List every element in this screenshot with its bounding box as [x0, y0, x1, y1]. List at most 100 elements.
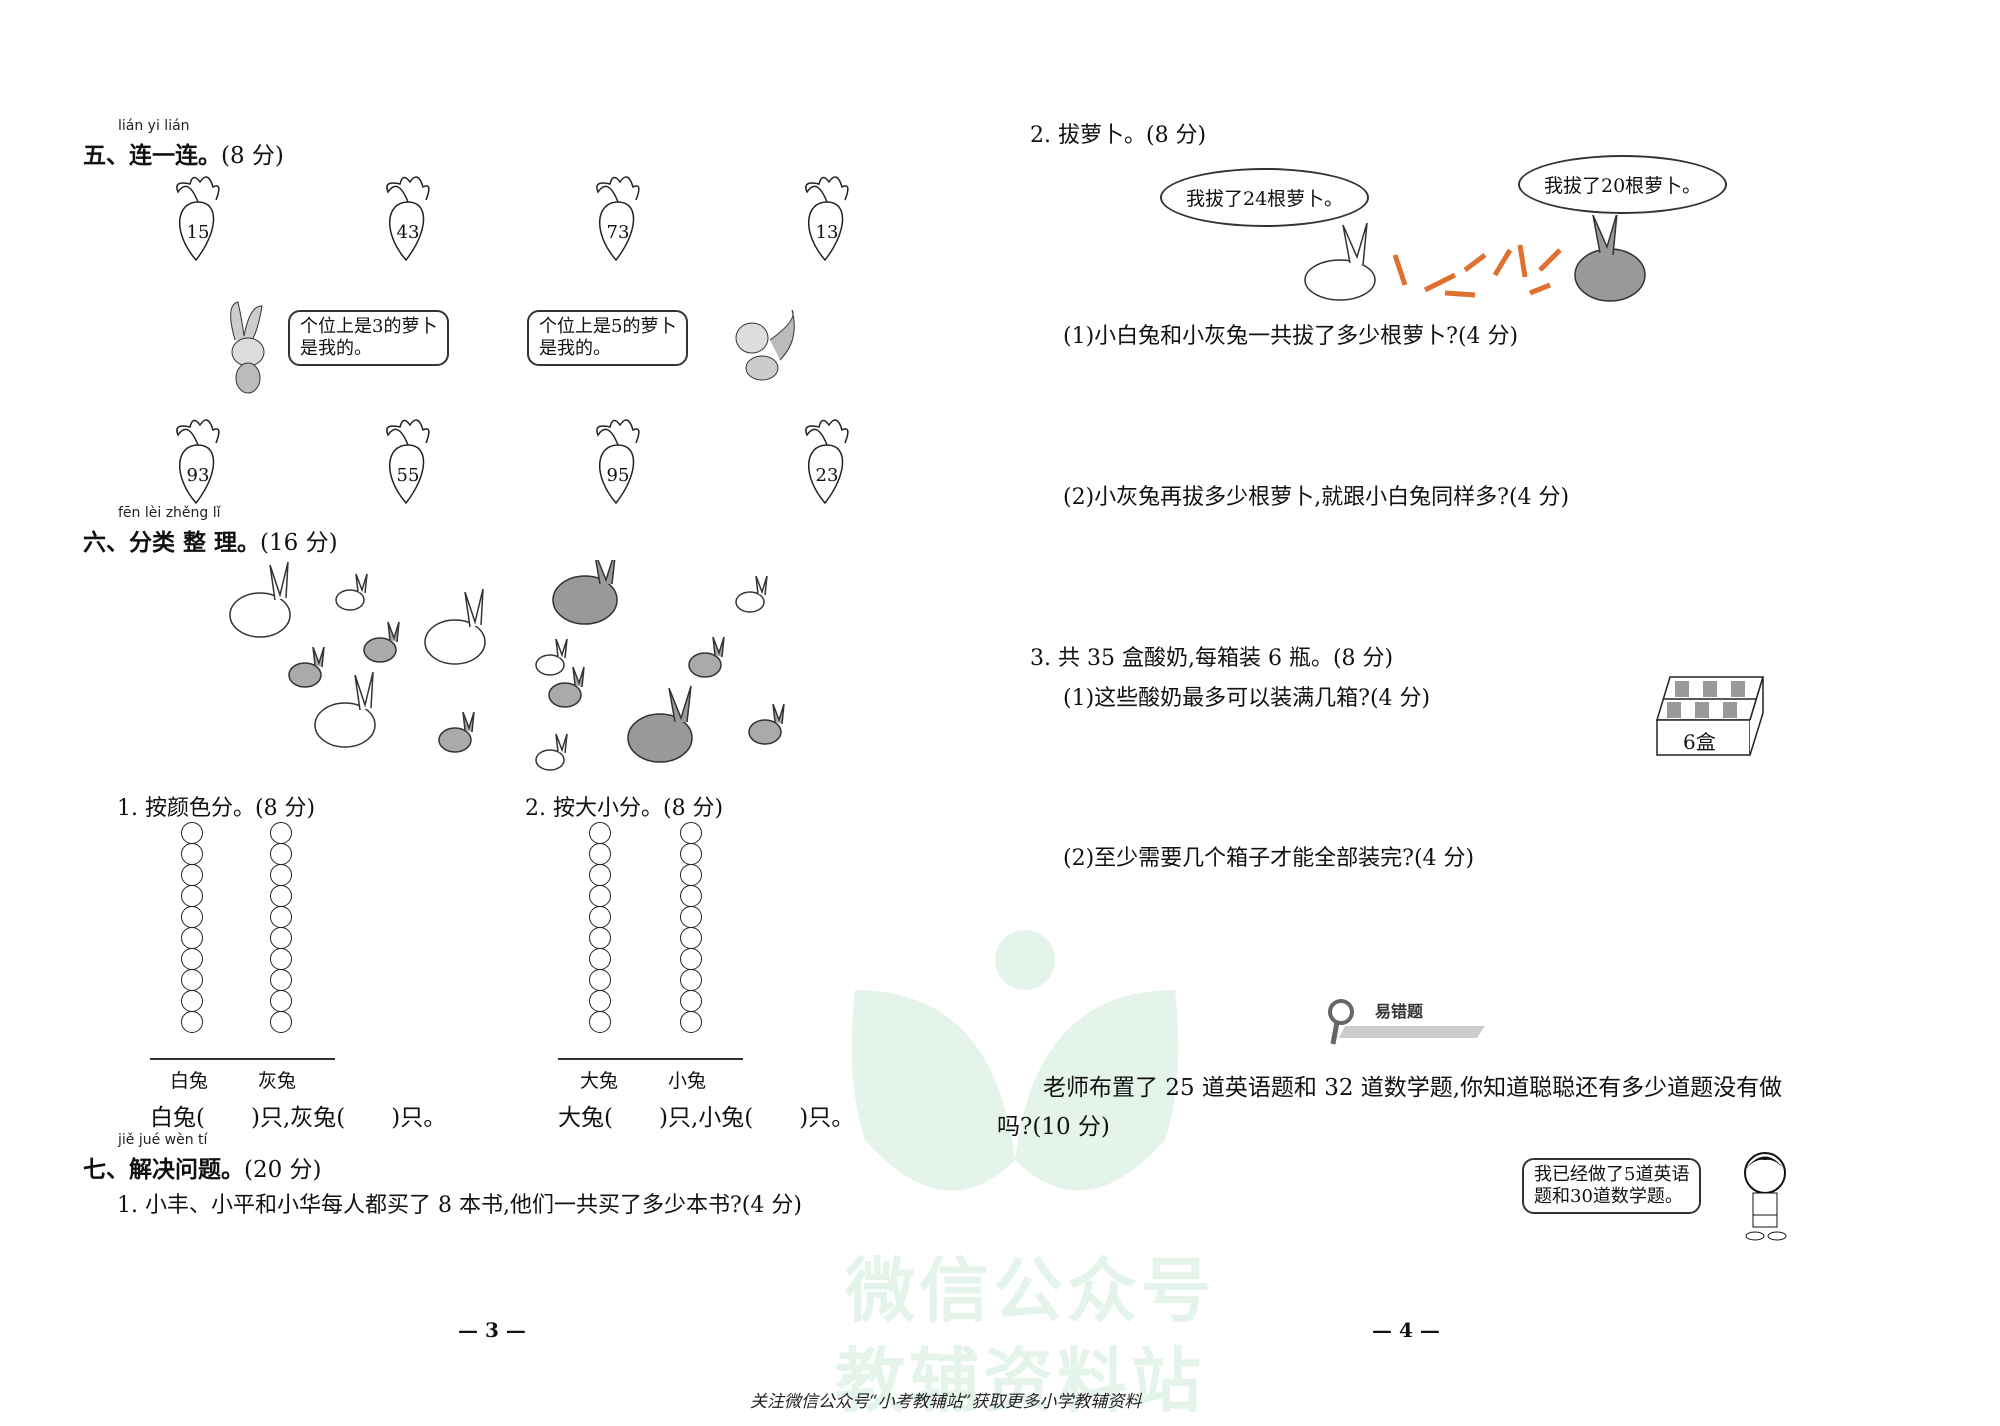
tally-circle[interactable]	[589, 927, 611, 949]
tally-circle[interactable]	[181, 1011, 203, 1033]
watermark-logo	[845, 930, 1185, 1260]
yogurt-box-icon: 6盒	[1655, 675, 1765, 760]
big-rabbit-circle-column[interactable]	[589, 822, 611, 1033]
cartoon-boy-icon	[1735, 1148, 1795, 1243]
tally-circle[interactable]	[680, 927, 702, 949]
tally-circle[interactable]	[589, 969, 611, 991]
section5-pinyin: lián yi lián	[118, 118, 190, 134]
tally-circle[interactable]	[181, 843, 203, 865]
tally-circle[interactable]	[181, 927, 203, 949]
section5-title: 五、连一连。(8 分)	[83, 136, 284, 170]
tally-circle[interactable]	[270, 927, 292, 949]
radish-number: 43	[396, 222, 420, 243]
gray-rabbit-circle-column[interactable]	[270, 822, 292, 1033]
q3-sub1: (1)这些酸奶最多可以装满几箱?(4 分)	[1063, 686, 1431, 711]
tally-circle[interactable]	[680, 843, 702, 865]
section6-title-text: 六、分类 整 理。	[83, 529, 261, 556]
tally-circle[interactable]	[680, 885, 702, 907]
tally-circle[interactable]	[270, 1011, 292, 1033]
white-rabbit-circle-column[interactable]	[181, 822, 203, 1033]
box-label: 6盒	[1683, 730, 1716, 754]
radish-15: 15	[168, 172, 228, 262]
radish-number: 13	[815, 222, 839, 243]
section6-title: 六、分类 整 理。(16 分)	[83, 523, 338, 557]
tally-circle[interactable]	[181, 990, 203, 1012]
tally-circle[interactable]	[181, 969, 203, 991]
q2-title: 2. 拔萝卜。(8 分)	[1030, 123, 1207, 148]
section6-pinyin: fēn lèi zhěng lǐ	[118, 505, 221, 521]
section7-title: 七、解决问题。(20 分)	[83, 1150, 322, 1184]
radish-number: 23	[815, 465, 839, 486]
radish-55: 55	[378, 415, 438, 505]
radish-93: 93	[168, 415, 228, 505]
tally-circle[interactable]	[680, 822, 702, 844]
tally-circle[interactable]	[270, 948, 292, 970]
q2-sub1: (1)小白兔和小灰兔一共拔了多少根萝卜?(4 分)	[1063, 324, 1519, 349]
tally-circle[interactable]	[181, 864, 203, 886]
radish-number: 93	[186, 465, 210, 486]
col-label-gray: 灰兔	[258, 1070, 297, 1092]
tally-circle[interactable]	[589, 885, 611, 907]
tally-circle[interactable]	[589, 843, 611, 865]
tally-circle[interactable]	[270, 990, 292, 1012]
tally-circle[interactable]	[680, 906, 702, 928]
tally-circle[interactable]	[270, 864, 292, 886]
cartoon-squirrel-icon	[730, 309, 800, 385]
section6-q1-answer[interactable]: 白兔( )只,灰兔( )只。	[150, 1105, 447, 1131]
speech-bubble-ones-3: 个位上是3的萝卜 是我的。	[288, 310, 450, 366]
radish-13: 13	[797, 172, 857, 262]
tally-circle[interactable]	[181, 822, 203, 844]
tally-circle[interactable]	[589, 822, 611, 844]
tally-circle[interactable]	[680, 864, 702, 886]
tally-circle[interactable]	[270, 969, 292, 991]
watermark-text-2: 教辅资料站	[835, 1340, 1205, 1422]
section7-pinyin: jiě jué wèn tí	[118, 1132, 208, 1148]
speech-bubble-20: 我拔了20根萝卜。	[1518, 155, 1728, 214]
tricky-question-line2: 吗?(10 分)	[997, 1114, 1110, 1140]
section6-q2-answer[interactable]: 大兔( )只,小兔( )只。	[558, 1105, 855, 1131]
radish-number: 15	[186, 222, 210, 243]
tally-circle[interactable]	[270, 822, 292, 844]
cartoon-rabbit-icon	[220, 300, 275, 395]
section6-q2-label: 2. 按大小分。(8 分)	[525, 796, 724, 821]
page-number-4: — 4 —	[1372, 1318, 1440, 1342]
tricky-question-badge: 易错题	[1325, 998, 1495, 1046]
speech-bubble-24: 我拔了24根萝卜。	[1160, 168, 1370, 227]
section7-title-text: 七、解决问题。	[83, 1156, 244, 1183]
tally-circle[interactable]	[181, 948, 203, 970]
tally-circle[interactable]	[680, 948, 702, 970]
tally-circle[interactable]	[181, 906, 203, 928]
col-label-white: 白兔	[170, 1070, 209, 1092]
radish-73: 73	[588, 172, 648, 262]
tally-circle[interactable]	[181, 885, 203, 907]
radish-43: 43	[378, 172, 438, 262]
tally-circle[interactable]	[589, 906, 611, 928]
section7-points: (20 分)	[244, 1157, 322, 1183]
tally-circle[interactable]	[270, 906, 292, 928]
tally-circle[interactable]	[589, 864, 611, 886]
speech-bubble-ones-5: 个位上是5的萝卜 是我的。	[527, 310, 689, 366]
tally-circle[interactable]	[270, 843, 292, 865]
tally-circle[interactable]	[680, 969, 702, 991]
tally-circle[interactable]	[680, 1011, 702, 1033]
tally-circle[interactable]	[589, 948, 611, 970]
tricky-badge-label: 易错题	[1375, 1002, 1424, 1021]
radish-number: 95	[606, 465, 630, 486]
page-number-3: — 3 —	[458, 1318, 526, 1342]
col-label-small: 小兔	[668, 1070, 707, 1092]
q3-sub2: (2)至少需要几个箱子才能全部装完?(4 分)	[1063, 846, 1475, 871]
radish-23: 23	[797, 415, 857, 505]
rabbits-carrots-illustration	[1295, 212, 1665, 305]
chart-baseline	[558, 1058, 743, 1060]
tally-circle[interactable]	[589, 1011, 611, 1033]
radish-number: 55	[396, 465, 420, 486]
tally-circle[interactable]	[589, 990, 611, 1012]
speech-bubble-boy: 我已经做了5道英语 题和30道数学题。	[1522, 1158, 1702, 1214]
small-rabbit-circle-column[interactable]	[680, 822, 702, 1033]
watermark-text-1: 微信公众号	[845, 1250, 1215, 1332]
chart-baseline	[150, 1058, 335, 1060]
section5-title-text: 五、连一连。	[83, 142, 221, 169]
tally-circle[interactable]	[680, 990, 702, 1012]
tally-circle[interactable]	[270, 885, 292, 907]
tricky-question-line1: 老师布置了 25 道英语题和 32 道数学题,你知道聪聪还有多少道题没有做	[1043, 1075, 1783, 1101]
